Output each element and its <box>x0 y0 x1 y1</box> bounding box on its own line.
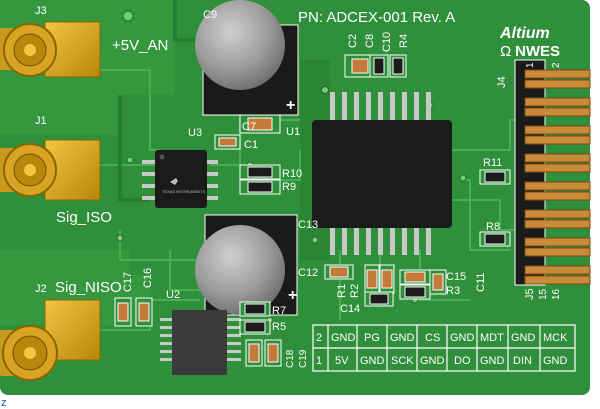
ref-c8: C8 <box>364 34 376 48</box>
ref-c14: C14 <box>340 303 360 315</box>
ref-r1: R1 <box>336 284 348 298</box>
smd-passives <box>114 54 511 367</box>
label-sig-niso: Sig_NISO <box>55 279 122 296</box>
pinout-table <box>312 324 576 372</box>
ref-u2: U2 <box>166 289 180 301</box>
ref-j2: J2 <box>35 283 47 295</box>
ref-c7: C7 <box>242 121 256 133</box>
ref-r8: R8 <box>486 221 500 233</box>
ref-j5: J5 <box>524 288 536 300</box>
logo-omega-icon: Ω <box>500 43 511 60</box>
sma-connector-j3 <box>0 21 101 78</box>
pinout-cell: SCK <box>391 355 414 367</box>
pinout-cell: CS <box>425 332 440 344</box>
ref-c16: C16 <box>142 268 154 288</box>
polarity-mark-c9: + <box>286 97 295 114</box>
pinout-cell: GND <box>450 332 475 344</box>
ref-j1: J1 <box>35 115 47 127</box>
ref-c11: C11 <box>475 273 487 292</box>
pinout-cell: MDT <box>480 332 504 344</box>
part-number: PN: ADCEX-001 Rev. A <box>298 9 455 26</box>
pinout-cell: 5V <box>335 355 349 367</box>
pin-header-j4 <box>514 59 591 286</box>
ref-c13: C13 <box>298 219 318 231</box>
logo-nwes: NWES <box>515 43 560 60</box>
pinout-cell: GND <box>420 355 445 367</box>
ic-u3 <box>142 150 218 208</box>
ref-j4: J4 <box>496 76 508 88</box>
pinout-cell: DIN <box>513 355 532 367</box>
ref-r2: R2 <box>349 284 361 298</box>
ref-c17: C17 <box>122 272 134 292</box>
ref-r4: R4 <box>398 34 410 48</box>
polarity-mark-c13: + <box>288 287 297 304</box>
pinout-cell: GND <box>480 355 505 367</box>
header-pin-16-label: 16 <box>551 288 562 300</box>
ref-r9: R9 <box>282 181 296 193</box>
pinout-cell: MCK <box>543 332 568 344</box>
ref-c12: C12 <box>298 267 318 279</box>
pinout-cell: GND <box>543 355 568 367</box>
ref-c19: C19 <box>298 349 309 368</box>
header-pin-1-label: 1 <box>525 62 536 68</box>
ref-c2: C2 <box>347 34 359 48</box>
ref-u1: U1 <box>286 126 300 138</box>
electrolytic-capacitor-c9 <box>195 0 299 116</box>
electrolytic-capacitor-c13 <box>195 214 298 316</box>
ref-c1: C1 <box>244 139 258 151</box>
pinout-row2-number: 2 <box>316 332 322 344</box>
ref-r3: R3 <box>446 285 460 297</box>
pinout-row1-number: 1 <box>316 355 322 367</box>
header-pin-2-label: 2 <box>551 62 562 68</box>
pinout-cell: GND <box>511 332 536 344</box>
ic-marking-u3: TEXAS INSTRUMENTS <box>162 189 205 194</box>
sma-connector-j2 <box>0 299 101 381</box>
ti-logo-icon <box>170 178 178 185</box>
corner-mark: z <box>1 397 7 409</box>
ref-r7: R7 <box>272 305 286 317</box>
ref-r11: R11 <box>483 157 502 169</box>
ref-c18: C18 <box>285 349 296 368</box>
ref-c15: C15 <box>446 271 466 283</box>
ref-j3: J3 <box>35 5 47 17</box>
ref-c9: C9 <box>203 9 217 21</box>
ic-u2 <box>160 310 241 375</box>
pinout-cell: DO <box>454 355 471 367</box>
pinout-cell: PG <box>364 332 380 344</box>
ref-r10: R10 <box>282 168 302 180</box>
ref-u3: U3 <box>188 127 202 139</box>
ic-u1 <box>312 92 452 255</box>
label-5v-an: +5V_AN <box>112 37 168 54</box>
ref-c10: C10 <box>381 32 393 52</box>
pinout-row2: GND PG GND CS GND MDT GND MCK <box>331 332 568 344</box>
pinout-row1: 5V GND SCK GND DO GND DIN GND <box>335 355 568 367</box>
pinout-cell: GND <box>360 355 385 367</box>
sma-connector-j1 <box>0 139 101 201</box>
label-sig-iso: Sig_ISO <box>56 209 112 226</box>
header-pin-15-label: 15 <box>538 288 549 300</box>
pinout-cell: GND <box>331 332 356 344</box>
pinout-cell: GND <box>390 332 415 344</box>
ref-r5: R5 <box>272 321 286 333</box>
logo-altium: Altium <box>499 25 550 42</box>
